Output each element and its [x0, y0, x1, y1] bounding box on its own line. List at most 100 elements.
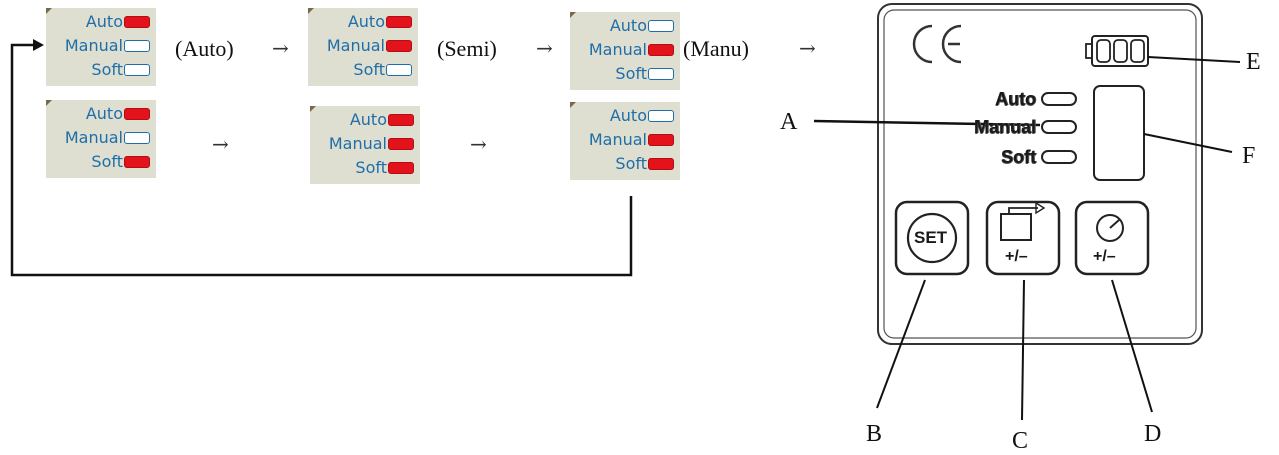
panel-corner-mark	[570, 12, 576, 18]
manual-row: Manual	[589, 40, 674, 60]
callout-c: C	[1012, 428, 1029, 454]
callout-b: B	[866, 421, 883, 447]
clock-icon-hand	[1109, 219, 1120, 229]
soft-label: Soft	[91, 152, 123, 171]
manual-row: Manual	[589, 130, 674, 150]
auto-label: Auto	[349, 110, 387, 129]
callout-line-d	[1111, 279, 1153, 413]
battery-cell	[1113, 39, 1128, 63]
battery-body	[1091, 35, 1149, 67]
mode-panel-state-6: Auto Manual Soft	[570, 102, 680, 180]
soft-label: Soft	[615, 154, 647, 173]
device-soft-led	[1041, 150, 1077, 164]
manual-label: Manual	[64, 36, 123, 55]
screen-icon-arrow-line	[1008, 207, 1038, 214]
soft-row: Soft	[615, 154, 674, 174]
mode-panel-state-3: Auto Manual Soft	[570, 12, 680, 90]
view-adjust-label: +/–	[1005, 248, 1028, 265]
auto-row: Auto	[348, 12, 412, 32]
ce-mark-e-arc	[941, 24, 962, 64]
manual-led-off	[124, 40, 150, 52]
manual-label: Manual	[64, 128, 123, 147]
panel-corner-mark	[308, 8, 314, 14]
soft-row: Soft	[355, 158, 414, 178]
callout-line-f	[1143, 133, 1233, 153]
soft-led-on	[388, 162, 414, 174]
device-manual-led	[1041, 120, 1077, 134]
transition-label-manu: (Manu)	[683, 36, 749, 61]
callout-f: F	[1242, 143, 1256, 169]
auto-label: Auto	[347, 12, 385, 31]
flow-arrow: →	[536, 36, 553, 60]
device-auto-label: Auto	[995, 89, 1036, 109]
soft-led-on	[648, 158, 674, 170]
manual-led-off	[124, 132, 150, 144]
manual-row: Manual	[329, 134, 414, 154]
callout-d: D	[1144, 421, 1162, 447]
auto-led-on	[124, 108, 150, 120]
callout-line-e	[1147, 56, 1241, 63]
manual-row: Manual	[65, 36, 150, 56]
manual-label: Manual	[588, 130, 647, 149]
soft-label: Soft	[91, 60, 123, 79]
transition-label-auto: (Auto)	[175, 36, 234, 61]
battery-cell	[1130, 39, 1145, 63]
loop-back-arrowhead	[33, 39, 44, 51]
manual-led-on	[648, 134, 674, 146]
mode-panel-state-4: Auto Manual Soft	[46, 100, 156, 178]
screen-icon-box	[1000, 213, 1032, 241]
manual-label: Manual	[588, 40, 647, 59]
manual-row: Manual	[65, 128, 150, 148]
device-outer-frame	[877, 3, 1203, 345]
battery-cell	[1096, 39, 1111, 63]
soft-row: Soft	[91, 60, 150, 80]
auto-led-on	[388, 114, 414, 126]
loop-back-line	[10, 43, 633, 277]
set-button-outline	[894, 200, 970, 276]
callout-line-c	[1021, 279, 1025, 421]
clock-icon-face	[1096, 214, 1124, 242]
auto-label: Auto	[609, 106, 647, 125]
panel-corner-mark	[46, 8, 52, 14]
panel-corner-mark	[310, 106, 316, 112]
soft-led-on	[124, 156, 150, 168]
ce-mark-c	[912, 24, 933, 64]
device-inner-frame	[883, 9, 1197, 339]
auto-row: Auto	[86, 104, 150, 124]
soft-led-off	[648, 68, 674, 80]
soft-row: Soft	[353, 60, 412, 80]
callout-line-b	[876, 279, 926, 409]
manual-led-on	[386, 40, 412, 52]
screen-icon-arrowhead	[1035, 201, 1046, 215]
auto-led-off	[648, 110, 674, 122]
mode-panel-state-2: Auto Manual Soft	[308, 8, 418, 86]
auto-led-on	[386, 16, 412, 28]
flow-arrow: →	[272, 36, 289, 60]
display-window	[1093, 85, 1145, 181]
device-auto-led	[1041, 92, 1077, 106]
time-adjust-button-outline	[1074, 200, 1150, 276]
soft-led-off	[386, 64, 412, 76]
time-adjust-label: +/–	[1093, 248, 1116, 265]
device-soft-label: Soft	[1001, 147, 1036, 167]
panel-corner-mark	[46, 100, 52, 106]
callout-e: E	[1246, 49, 1261, 75]
view-adjust-button-outline	[985, 200, 1061, 276]
manual-row: Manual	[327, 36, 412, 56]
manual-label: Manual	[328, 134, 387, 153]
soft-row: Soft	[615, 64, 674, 84]
flow-arrow: →	[470, 132, 487, 156]
auto-row: Auto	[610, 16, 674, 36]
soft-label: Soft	[353, 60, 385, 79]
set-button-ring	[906, 212, 958, 264]
soft-led-off	[124, 64, 150, 76]
device-manual-label: Manual	[973, 117, 1036, 137]
soft-label: Soft	[615, 64, 647, 83]
soft-label: Soft	[355, 158, 387, 177]
auto-row: Auto	[350, 110, 414, 130]
set-button-label: SET	[914, 228, 948, 247]
mode-panel-state-5: Auto Manual Soft	[310, 106, 420, 184]
auto-led-on	[124, 16, 150, 28]
